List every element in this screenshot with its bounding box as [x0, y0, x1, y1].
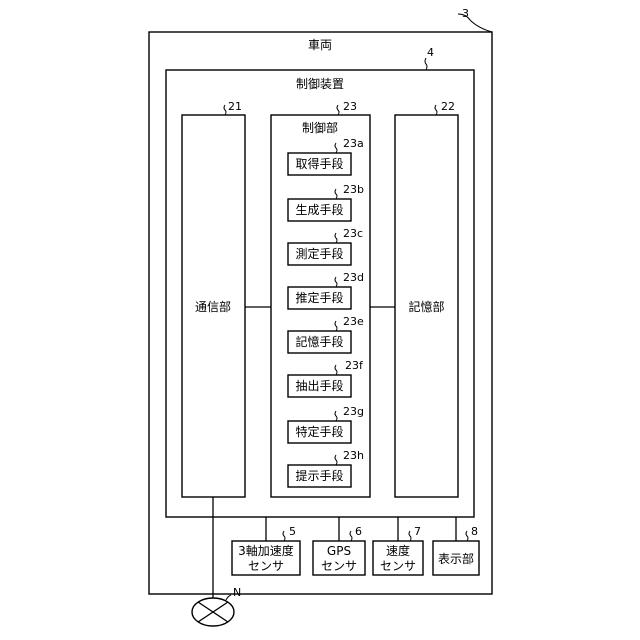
display-unit-ref: 8 [471, 525, 478, 538]
control-unit-ref: 23 [343, 100, 357, 113]
means-23g-ref: 23g [343, 405, 364, 418]
sensor-3axis-line2: センサ [248, 559, 284, 573]
comm-unit-label: 通信部 [195, 299, 231, 314]
means-23e-label: 記憶手段 [295, 334, 343, 349]
means-23d-ref: 23d [343, 271, 364, 284]
sensor-speed-line1: 速度 [386, 543, 410, 558]
means-23d-label: 推定手段 [295, 290, 343, 305]
means-23b-ref: 23b [343, 183, 364, 196]
means-23g-label: 特定手段 [295, 424, 343, 439]
means-23f-ref: 23f [345, 359, 364, 372]
display-unit-label: 表示部 [438, 551, 474, 566]
storage-unit-ref: 22 [441, 100, 455, 113]
network-ref-leader [226, 595, 231, 600]
network-symbol [192, 598, 234, 626]
comm-unit-ref: 21 [228, 100, 242, 113]
means-23a-ref: 23a [343, 137, 364, 150]
vehicle-ref: 3 [462, 7, 469, 20]
sensor-gps-line1: GPS [327, 544, 351, 558]
control-device-label: 制御装置 [296, 76, 344, 91]
control-unit-label: 制御部 [302, 120, 338, 135]
means-23e-ref: 23e [343, 315, 364, 328]
sensor-3axis-line1: 3軸加速度 [238, 543, 294, 558]
sensor-3axis-ref: 5 [289, 525, 296, 538]
means-23b-label: 生成手段 [295, 202, 343, 217]
sensor-gps-line2: センサ [321, 559, 357, 573]
sensor-gps-ref: 6 [355, 525, 362, 538]
means-23f-label: 抽出手段 [295, 378, 343, 393]
means-23c-ref: 23c [343, 227, 363, 240]
vehicle-label: 車両 [308, 38, 332, 52]
sensor-speed-ref: 7 [414, 525, 421, 538]
means-23a-label: 取得手段 [295, 156, 343, 171]
means-23h-label: 提示手段 [295, 468, 343, 483]
control-device-ref: 4 [427, 46, 434, 59]
means-23h-ref: 23h [343, 449, 364, 462]
means-23c-label: 測定手段 [295, 246, 343, 261]
storage-unit-label: 記憶部 [408, 299, 444, 314]
sensor-speed-line2: センサ [380, 559, 416, 573]
network-label: N [233, 586, 241, 599]
